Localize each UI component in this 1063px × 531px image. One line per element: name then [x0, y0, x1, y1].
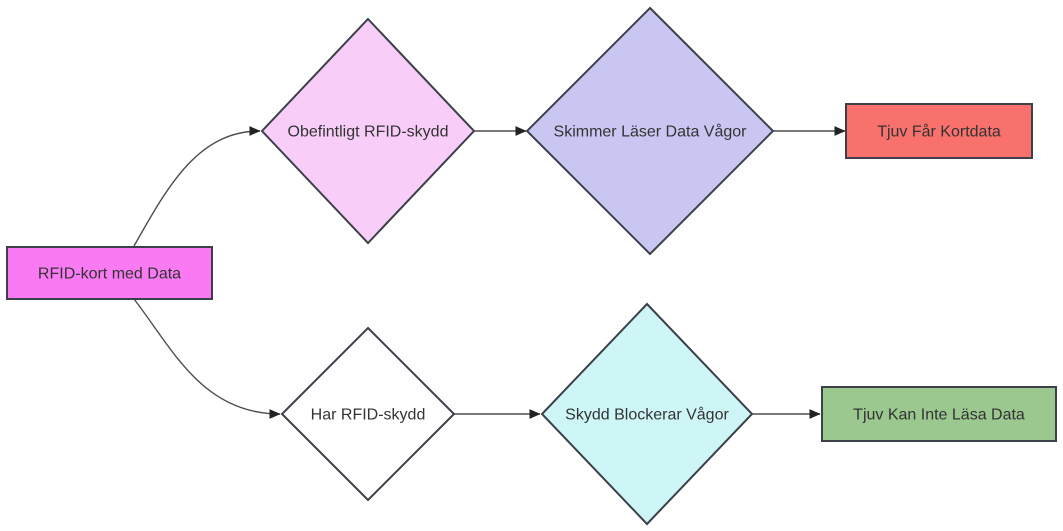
no-protection-label: Obefintligt RFID-skydd [288, 124, 449, 141]
thief-cannot-read-rectangle[interactable] [821, 386, 1057, 442]
node-has-protection: Har RFID-skydd [280, 326, 456, 502]
no-protection-diamond[interactable] [260, 17, 476, 245]
node-thief-cannot-read: Tjuv Kan Inte Läsa Data [821, 386, 1057, 442]
source-label: RFID-kort med Data [38, 266, 181, 283]
thief-cannot-read-label: Tjuv Kan Inte Läsa Data [853, 407, 1025, 424]
has-protection-label: Har RFID-skydd [311, 407, 426, 424]
thief-gets-data-rectangle[interactable] [845, 103, 1033, 159]
skimmer-reads-diamond[interactable] [525, 6, 775, 256]
connector-source-to-has-protection[interactable] [133, 298, 281, 419]
connectors [133, 126, 846, 419]
shield-blocks-label: Skydd Blockerar Vågor [565, 406, 729, 424]
node-thief-gets-data: Tjuv Får Kortdata [845, 103, 1033, 159]
connector-source-to-no-protection[interactable] [133, 126, 261, 247]
node-skimmer-reads: Skimmer Läser Data Vågor [525, 6, 775, 256]
thief-gets-data-label: Tjuv Får Kortdata [877, 123, 1001, 141]
node-shield-blocks: Skydd Blockerar Vågor [540, 302, 754, 526]
node-no-protection: Obefintligt RFID-skydd [260, 17, 476, 245]
skimmer-reads-label: Skimmer Läser Data Vågor [554, 123, 748, 141]
node-source: RFID-kort med Data [6, 246, 213, 300]
has-protection-diamond[interactable] [280, 326, 456, 502]
shield-blocks-diamond[interactable] [540, 302, 754, 526]
source-rectangle[interactable] [6, 246, 213, 300]
